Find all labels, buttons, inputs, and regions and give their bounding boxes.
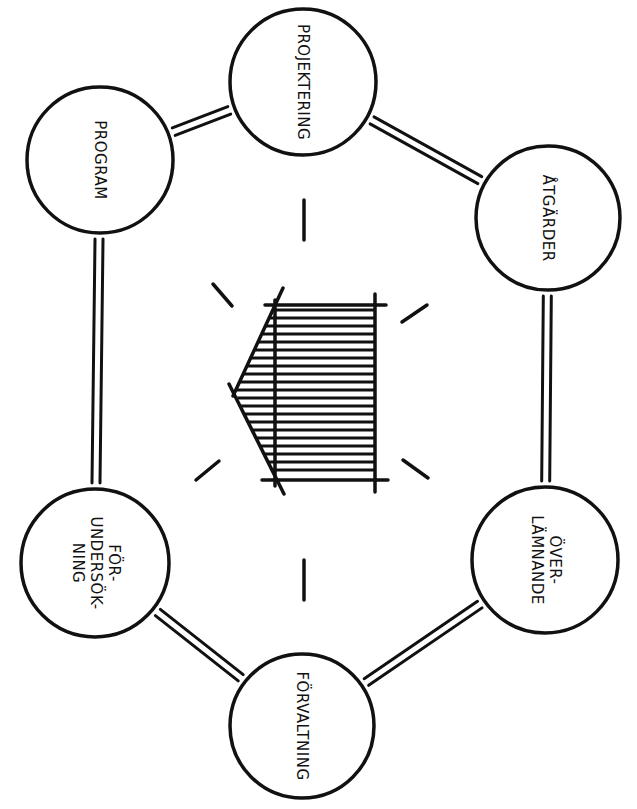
stage-label: PROJEKTERING [294,24,312,140]
double-connector [364,601,482,685]
stage-label: ÖVER- LÄMNANDE [527,503,563,618]
stage-circle: PROGRAM [25,85,175,235]
circle-shape [27,87,173,233]
double-connector [92,239,103,483]
stage-label: FÖR- UNDERSÖK- NING [68,506,122,621]
stage-circle: ÅTGÄRDER [474,144,622,292]
stage-circle: FÖRVALTNING [228,652,376,800]
stage-label: ÅTGÄRDER [539,174,557,261]
double-connector [542,296,552,481]
double-connector [172,107,230,136]
circle-shape [21,489,169,637]
double-connector [370,117,482,184]
stage-circle: ÖVER- LÄMNANDE [470,485,620,635]
double-connector [155,609,243,681]
circle-shape [230,654,374,798]
stage-circle: FÖR- UNDERSÖK- NING [19,487,171,639]
stage-label: FÖRVALTNING [293,671,311,780]
circle-shape [472,487,618,633]
stage-circle: PROJEKTERING [228,7,378,157]
circle-shape [476,146,620,290]
radial-line [196,200,428,600]
house-hatching [230,310,380,470]
stage-label: PROGRAM [91,120,109,199]
house-outline [229,288,388,494]
circle-shape [230,9,376,155]
